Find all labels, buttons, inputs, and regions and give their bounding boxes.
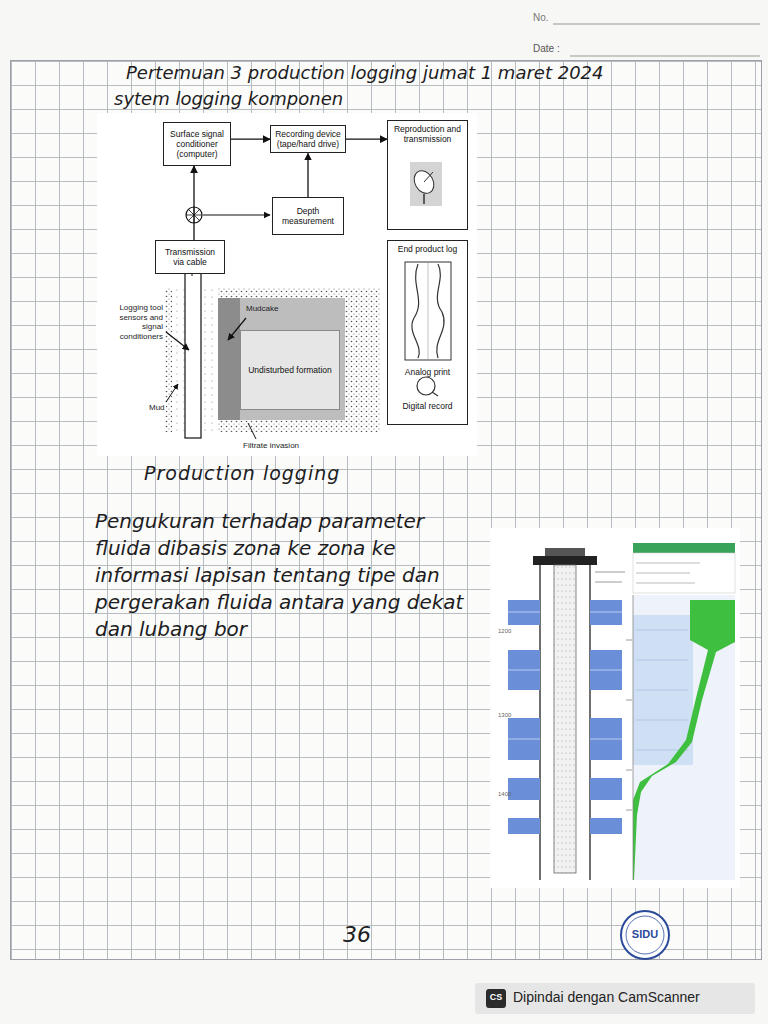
- caption-text: Digital record: [388, 401, 467, 411]
- page-number: 36: [343, 922, 371, 948]
- recording-device-box: Recording device (tape/hard drive): [270, 125, 346, 153]
- header-field: No.: [533, 12, 549, 24]
- depth-number: 1200: [498, 628, 511, 635]
- watermark-text: Dipindai dengan CamScanner: [513, 989, 700, 1006]
- handwritten-title: Pertemuan 3 production logging jumat 1 m…: [126, 62, 603, 83]
- callout-text: Filtrate invasion: [243, 441, 299, 451]
- box-label: Surface signal conditioner (computer): [168, 129, 226, 160]
- handwritten-note: Pengukuran terhadap parameter fluida dib…: [95, 508, 480, 643]
- callout-text: Mud: [148, 403, 166, 413]
- box-label: Reproduction and transmission: [392, 124, 463, 144]
- depth-number: 1400: [498, 791, 511, 798]
- box-label: Undisturbed formation: [248, 365, 332, 375]
- header-field: Date :: [533, 43, 560, 55]
- handwritten-heading: Production logging: [144, 462, 340, 485]
- app-badge: CS: [486, 992, 506, 1003]
- box-label: Depth measurement: [277, 206, 339, 226]
- caption-text: Analog print: [388, 367, 467, 377]
- transmission-box: Reproduction and transmission: [387, 120, 468, 230]
- flow-arrow: [193, 166, 194, 240]
- callout-text: Logging tool sensors and signal conditio…: [96, 303, 164, 341]
- logo-text: SIDU: [621, 928, 669, 941]
- box-label: Transmission via cable: [160, 247, 220, 267]
- flow-arrow: [307, 153, 308, 197]
- flow-arrow: [231, 139, 270, 140]
- box-label: End product log: [398, 244, 458, 254]
- end-product-log-box: End product logAnalog printDigital recor…: [387, 240, 468, 425]
- depth-measurement-box: Depth measurement: [272, 197, 344, 235]
- handwritten-subtitle: sytem logging komponen: [114, 88, 343, 110]
- callout-text: Mudcake: [246, 304, 278, 314]
- signal-conditioner-box: Surface signal conditioner (computer): [163, 122, 231, 166]
- box-label: Recording device (tape/hard drive): [275, 129, 341, 149]
- cable-box: Transmission via cable: [155, 240, 225, 274]
- flow-arrow: [346, 139, 387, 140]
- depth-number: 1300: [498, 712, 511, 719]
- formation-zone: Undisturbed formation: [240, 330, 340, 410]
